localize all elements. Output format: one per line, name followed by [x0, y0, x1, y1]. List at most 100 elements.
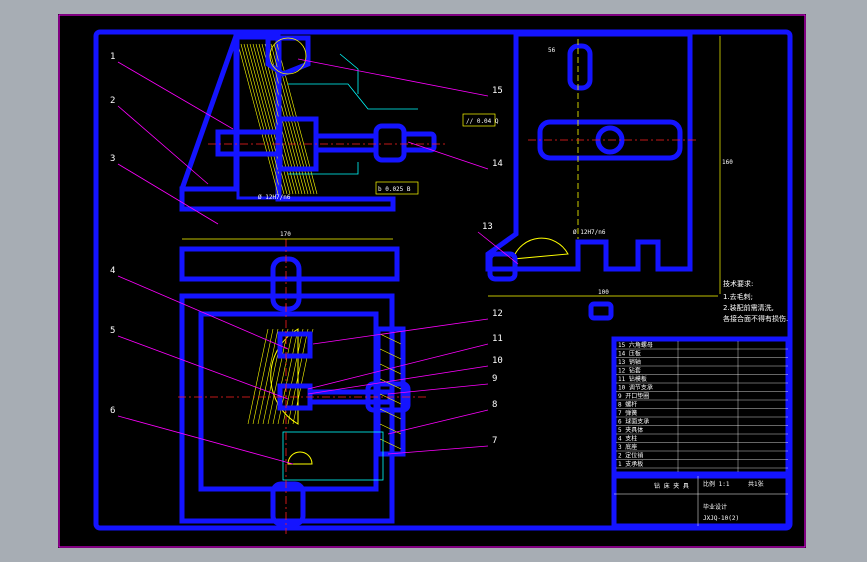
clamp-arc	[269, 37, 307, 75]
parts-row-11: 5 夹具体	[618, 426, 643, 434]
leader-8	[387, 409, 489, 435]
inner-frame	[93, 29, 793, 531]
part-label-7: 7	[492, 436, 497, 446]
part-label-5: 5	[110, 326, 115, 336]
tol-frame-2	[375, 181, 419, 195]
parts-row-15: 1 支承板	[618, 460, 643, 468]
side-nut	[588, 301, 614, 321]
arc-hatch	[272, 328, 294, 425]
part-label-1: 1	[110, 52, 115, 62]
part-label-3: 3	[110, 154, 115, 164]
arc-hatch	[247, 328, 269, 425]
part-label-14: 14	[492, 159, 503, 169]
outer-frame	[58, 14, 806, 548]
cyan-box	[282, 431, 384, 481]
support-hatch	[379, 408, 402, 420]
support-hatch	[379, 423, 402, 435]
leader-15	[297, 58, 489, 97]
parts-row-8: 8 螺杆	[618, 401, 637, 409]
leader-13	[477, 231, 519, 265]
column	[179, 33, 396, 212]
bottom-post	[270, 481, 306, 527]
support-hatch	[379, 393, 402, 405]
title-block	[611, 473, 791, 529]
part-label-8: 8	[492, 400, 497, 410]
leader-7	[387, 445, 489, 455]
top-clamp	[265, 35, 311, 77]
tol-1-text: // 0.04 Q	[466, 118, 499, 125]
support-hatch	[379, 333, 402, 345]
screw-knob	[401, 131, 437, 153]
dim-170-text: 170	[280, 231, 291, 238]
screw-head	[373, 123, 407, 163]
parts-row-7: 9 开口垫圈	[618, 392, 649, 400]
part-label-11: 11	[492, 334, 503, 344]
title-sheet: 共1张	[748, 480, 764, 488]
support-hatch	[379, 348, 402, 360]
leader-14	[407, 141, 489, 170]
part-label-9: 9	[492, 374, 497, 384]
parts-row-3: 13 销轴	[618, 358, 641, 366]
parts-row-12: 4 支柱	[618, 435, 637, 443]
hatched-block	[236, 36, 282, 200]
leader-12	[312, 318, 489, 345]
support-hatch	[379, 438, 402, 450]
parts-row-1: 15 六角螺母	[618, 341, 653, 349]
hatch-line	[237, 43, 279, 195]
parts-row-6: 10 调节支承	[618, 384, 653, 392]
tol-2-text: b 0.025 B	[378, 186, 411, 193]
leader-5	[117, 335, 289, 400]
clamp-a	[277, 331, 313, 359]
screw-housing-left	[215, 129, 281, 157]
title-code: JXJQ-10(2)	[703, 515, 739, 522]
leader-10	[307, 365, 489, 395]
support-hatch	[379, 363, 402, 375]
guide-lines	[288, 83, 418, 175]
tol-frame-1	[462, 113, 496, 127]
leader-1	[117, 61, 234, 130]
parts-row-5: 11 钻模板	[618, 375, 647, 383]
bore-left-text: Ø 12H7/n6	[258, 194, 291, 201]
parts-row-13: 3 底座	[618, 443, 637, 451]
part-label-15: 15	[492, 86, 503, 96]
tech-req-line2: 2.装配前需清洗,	[723, 303, 774, 312]
base-plate	[179, 246, 400, 282]
hatch-line	[240, 43, 282, 195]
hatched-arc	[270, 328, 299, 425]
title-school: 毕业设计	[703, 503, 727, 511]
parts-row-2: 14 压板	[618, 350, 641, 358]
tech-req-line1: 1.去毛刺;	[723, 292, 753, 301]
title-scale: 比例 1:1	[703, 480, 730, 488]
leader-9	[387, 383, 489, 395]
side-foot	[487, 251, 518, 282]
part-label-6: 6	[110, 406, 115, 416]
title-name: 钻 床 夹 具	[654, 482, 689, 490]
part-label-4: 4	[110, 266, 115, 276]
arc-hatch	[252, 328, 274, 425]
leader-11	[307, 343, 489, 390]
tech-req-line3: 各接合面不得有损伤.	[723, 314, 788, 323]
dim-160-text: 160	[722, 159, 733, 166]
parts-row-4: 12 钻套	[618, 367, 641, 375]
dim-56-text: 56	[548, 47, 556, 54]
parts-row-14: 2 定位销	[618, 452, 643, 460]
leader-2	[117, 105, 209, 185]
bore-right-text: Ø 12H7/n6	[573, 229, 606, 236]
side-top-pin	[567, 43, 593, 91]
ball	[287, 451, 313, 465]
support-hatch	[379, 378, 402, 390]
leader-4	[117, 275, 289, 350]
part-label-10: 10	[492, 356, 503, 366]
leader-3	[117, 163, 219, 225]
arc-hatch	[257, 328, 279, 425]
leader-6	[117, 415, 294, 465]
arc-hatch	[267, 328, 289, 425]
side-hatch-arc	[512, 237, 569, 260]
dim-100-text: 100	[598, 289, 609, 296]
part-label-12: 12	[492, 309, 503, 319]
screw-shaft	[313, 133, 379, 153]
part-label-13: 13	[482, 222, 493, 232]
parts-row-9: 7 弹簧	[618, 409, 637, 417]
